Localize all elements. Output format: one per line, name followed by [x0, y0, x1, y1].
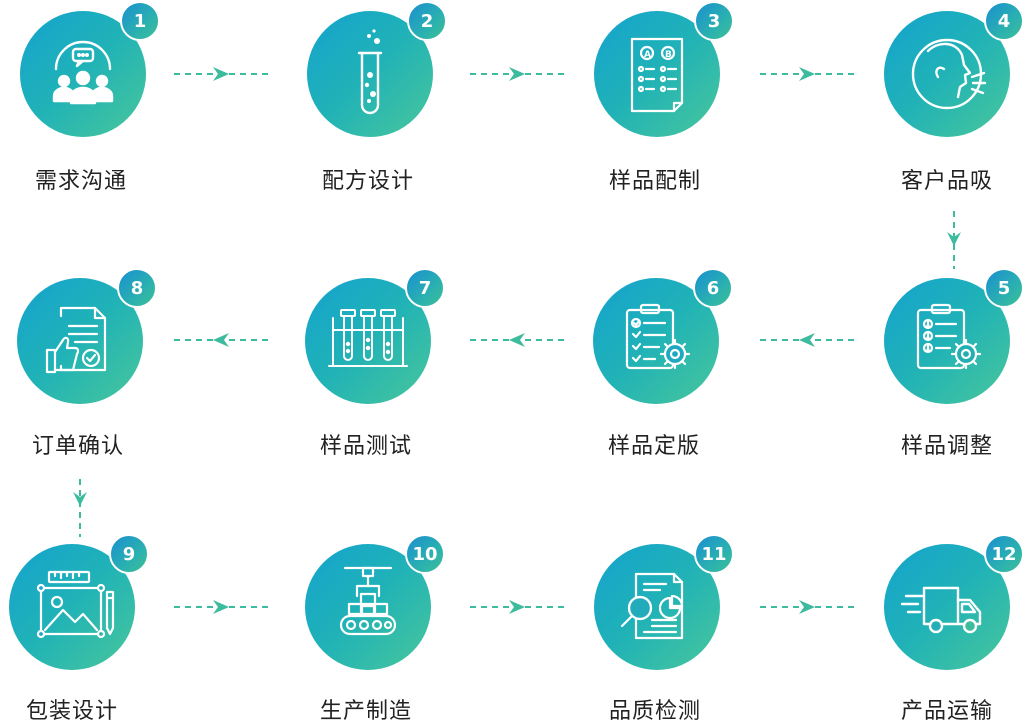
delivery-truck-icon: [900, 586, 982, 634]
step-label: 样品调整: [900, 434, 993, 459]
step-label: 订单确认: [31, 434, 124, 459]
step-11: 11: [594, 534, 734, 670]
step-10: 10: [305, 534, 445, 670]
step-label: 包装设计: [25, 699, 118, 724]
ab-checklist-icon: A B: [630, 37, 684, 113]
image-ruler-pencil-icon: [36, 570, 115, 639]
step-number-badge: 3: [694, 1, 734, 41]
step-number-badge: 1: [120, 1, 160, 41]
svg-text:A: A: [644, 50, 651, 60]
step-label: 客户品吸: [900, 169, 993, 194]
magnifier-report-icon: [620, 572, 684, 640]
face-profile-icon: [911, 38, 987, 110]
svg-text:B: B: [665, 50, 672, 60]
clipboard-gear-icon: [916, 303, 982, 370]
clipboard-check-gear-icon: [625, 303, 691, 370]
step-label: 配方设计: [321, 169, 414, 194]
step-5: 5: [884, 268, 1024, 404]
connector-arrow-left: [760, 333, 854, 347]
step-number-badge: 12: [984, 534, 1024, 574]
step-number-badge: 8: [117, 268, 157, 308]
step-label: 需求沟通: [34, 169, 127, 194]
step-label: 生产制造: [319, 699, 412, 724]
step-2: 2: [307, 1, 447, 137]
step-6: 6: [593, 268, 733, 404]
connector-arrow-right: [174, 67, 268, 81]
step-label: 产品运输: [900, 699, 993, 724]
step-circle: [593, 278, 719, 404]
step-8: 8: [17, 268, 157, 404]
test-tubes-rack-icon: [328, 309, 408, 367]
step-number-badge: 6: [693, 268, 733, 308]
step-label: 品质检测: [608, 699, 701, 724]
step-label: 样品定版: [607, 434, 700, 459]
step-12: 12: [884, 534, 1024, 670]
connector-arrow-left: [174, 333, 268, 347]
step-label: 样品配制: [608, 169, 701, 194]
step-number-badge: 11: [694, 534, 734, 574]
step-number-badge: 7: [405, 268, 445, 308]
connector-arrow-left: [470, 333, 564, 347]
connector-arrow-right: [470, 67, 564, 81]
step-1: 1: [20, 1, 160, 137]
step-number-badge: 10: [405, 534, 445, 574]
step-label: 样品测试: [319, 434, 412, 459]
step-3: A B 3: [594, 1, 734, 137]
test-tube-icon: [357, 29, 383, 115]
step-4: 4: [884, 1, 1024, 137]
connector-arrow-right: [760, 600, 854, 614]
people-speech-icon: [52, 40, 114, 105]
connector-arrow-right: [470, 600, 564, 614]
robot-arm-conveyor-icon: [339, 566, 397, 636]
thumbs-up-document-icon: [45, 306, 107, 374]
step-number-badge: 5: [984, 268, 1024, 308]
step-7: 7: [305, 268, 445, 404]
step-number-badge: 9: [109, 534, 149, 574]
step-number-badge: 4: [984, 1, 1024, 41]
step-number-badge: 2: [407, 1, 447, 41]
connector-arrow-right: [760, 67, 854, 81]
connector-arrow-down: [947, 211, 961, 269]
connector-arrow-right: [174, 600, 268, 614]
step-9: 9: [9, 534, 149, 670]
connector-arrow-down: [73, 479, 87, 537]
